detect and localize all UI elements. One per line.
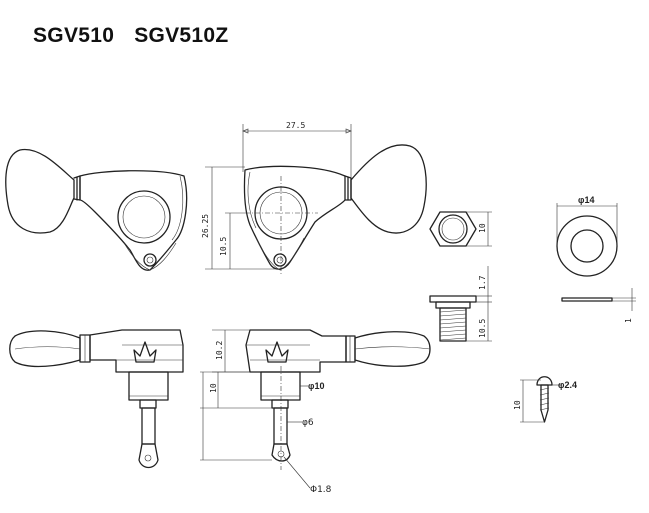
side-housing-right: [245, 329, 347, 373]
post-circle-left: [117, 190, 171, 244]
model-sgv510z: SGV510Z: [134, 24, 229, 47]
dim-label-10-2: 10.2: [215, 341, 224, 360]
dim-label-washer-1: 1: [624, 318, 633, 323]
mounting-screw: 10 φ2.4: [513, 376, 577, 423]
dim-label-1-7: 1.7: [478, 275, 487, 290]
dim-label-phi14: φ14: [578, 195, 594, 205]
button-right: [350, 144, 427, 234]
dim-label-post-10: 10: [209, 383, 218, 393]
side-housing-left: [89, 329, 184, 373]
dim-label-26-25: 26.25: [201, 214, 210, 238]
page-title: SGV510 SGV510Z: [33, 24, 229, 48]
side-key-left: [9, 330, 81, 368]
dim-label-bush-10-5: 10.5: [478, 319, 487, 338]
screw-hole-left: [143, 253, 157, 267]
dim-label-phi2-4: φ2.4: [558, 380, 577, 390]
dim-width-top: 27.5: [242, 121, 352, 178]
dim-label-nut-10: 10: [478, 223, 487, 233]
washer: φ14 1: [556, 195, 636, 323]
dim-side-views: 10.2 10 φ10 φ6 Φ1.8: [200, 329, 332, 495]
side-key-right: [354, 331, 431, 367]
dim-height: 26.25 10.5: [201, 166, 275, 270]
tuner-front-left: [5, 148, 188, 271]
dim-label-27-5: 27.5: [286, 121, 305, 130]
housing-right: [243, 165, 346, 270]
tuner-side-right: [245, 329, 431, 470]
tuner-front-right: [243, 144, 427, 275]
dim-label-phi6: φ6: [302, 418, 314, 428]
dim-label-phi10: φ10: [308, 381, 324, 391]
dim-label-phi1-8: Φ1.8: [310, 485, 332, 495]
washer-side: [561, 297, 613, 302]
button-left: [5, 148, 75, 234]
hex-nut: 10: [429, 211, 492, 247]
housing-left: [79, 170, 188, 271]
tuner-side-left: [9, 329, 184, 469]
screw-hole-right: [273, 253, 287, 267]
dim-label-10-5: 10.5: [219, 237, 228, 256]
dim-label-screw-10: 10: [513, 400, 522, 410]
bushing: 1.7 10.5: [429, 266, 492, 342]
model-sgv510: SGV510: [33, 24, 115, 47]
